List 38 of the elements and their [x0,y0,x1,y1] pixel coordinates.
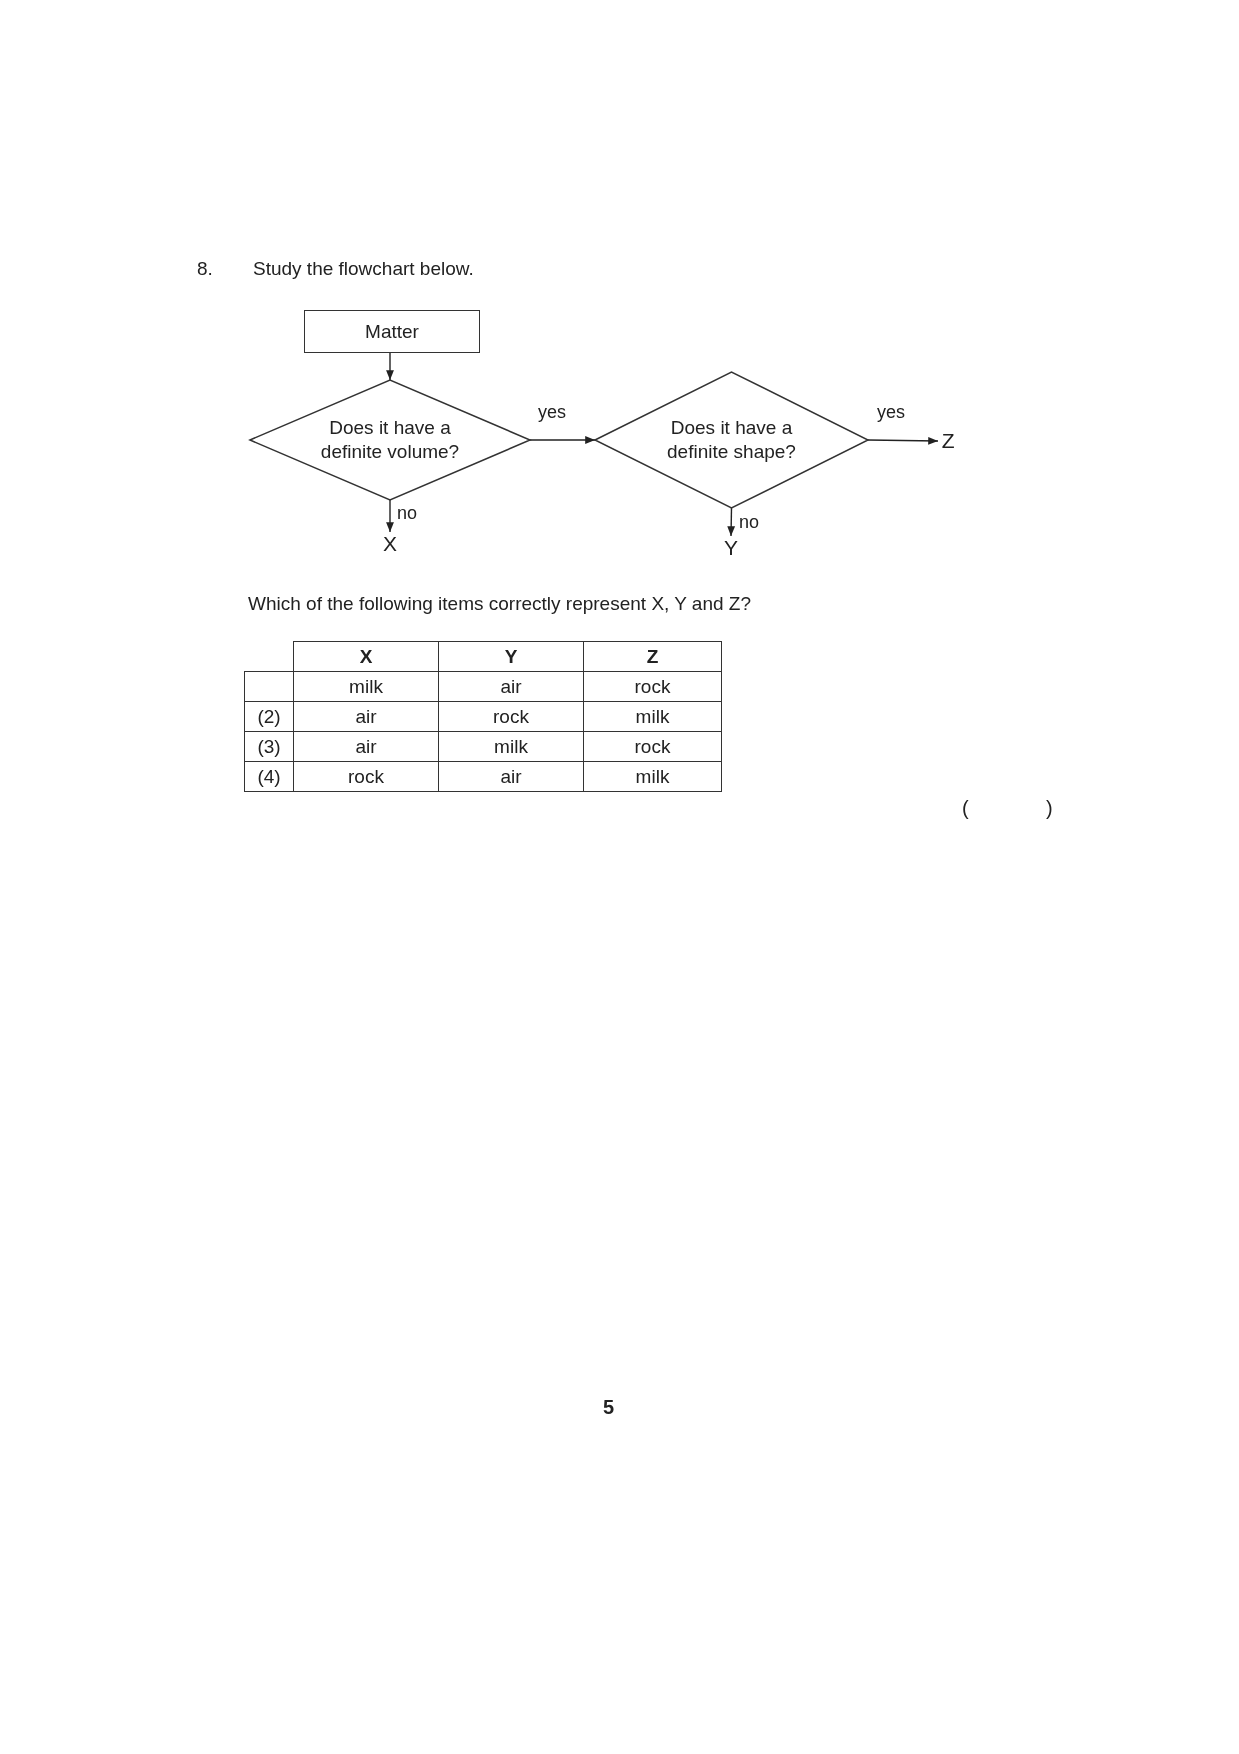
answer-bracket: ) [1046,797,1053,820]
table-entry: milk [349,675,383,697]
table-entry: air [355,735,377,757]
table-entry: milk [494,735,528,757]
table-entry: milk [635,765,670,787]
column-header: Z [646,645,659,667]
output-label: Y [724,534,738,561]
question-text: Which of the following items correctly represent X, Y and Z? [248,593,752,615]
table-entry: air [355,705,377,727]
start-box [304,310,480,353]
question-text: Study the flowchart below. [253,258,474,280]
arrow [867,436,939,445]
column-header: Y [504,645,518,667]
table-entry: air [500,675,522,697]
arrow [386,352,394,381]
table-entry: rock [493,705,529,727]
node-text: Does it have a definite shape? [666,416,797,464]
table-entry: milk [635,705,670,727]
answer-bracket: ( [962,797,969,820]
option-number: (2) [257,705,281,727]
table-entry: rock [634,735,671,757]
node-text: Does it have a definite volume? [319,416,461,464]
option-number: (4) [257,765,281,787]
arrow [386,499,394,533]
column-header: X [359,645,373,667]
output-label: X [383,530,397,557]
decision-diamond [250,380,530,500]
table-entry: rock [634,675,671,697]
table-entry: rock [348,765,384,787]
arrow [529,436,596,444]
option-number: (3) [257,735,281,757]
table-entry: air [500,765,522,787]
arrow [727,507,736,537]
decision-diamond [595,372,868,508]
output-label: Z [941,427,955,454]
question-number: 8. [197,258,213,280]
node-text: Matter [365,319,419,344]
page-number: 5 [603,1396,615,1419]
